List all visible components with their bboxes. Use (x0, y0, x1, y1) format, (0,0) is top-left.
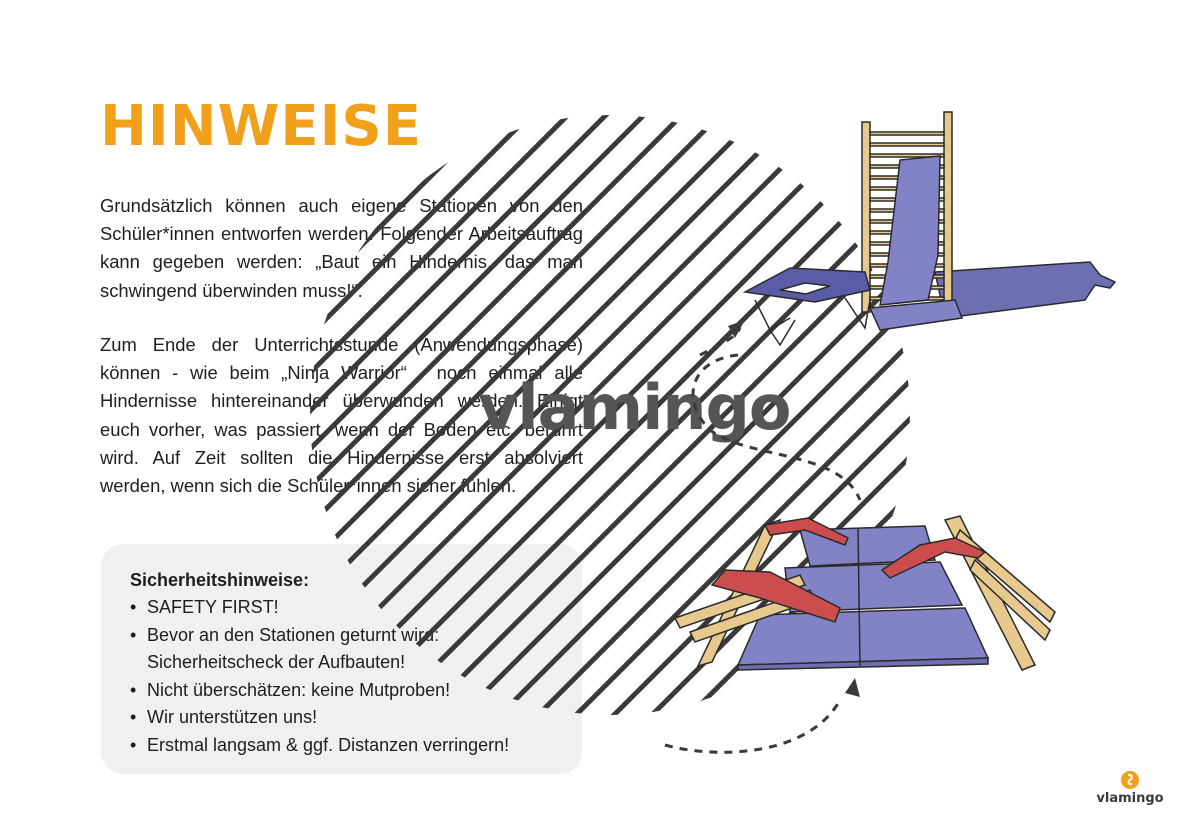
page-title: HINWEISE (100, 94, 423, 159)
hatch-line (310, 115, 805, 715)
safety-item: Nicht überschätzen: keine Mutproben! (130, 677, 564, 705)
flamingo-logo-icon (1121, 771, 1139, 789)
hatch-line (529, 115, 910, 715)
intro-paragraph: Grundsätzlich können auch eigene Station… (100, 195, 583, 301)
safety-list: SAFETY FIRST! Bevor an den Stationen get… (130, 594, 564, 759)
hatch-line (453, 115, 910, 715)
hatch-line (310, 115, 653, 715)
vlamingo-logo: vlamingo (1095, 770, 1165, 810)
dashed-arrow-icon (728, 320, 860, 697)
hatch-line (491, 115, 910, 715)
hatch-line (415, 115, 910, 715)
hatch-line (377, 115, 910, 715)
hatch-line (310, 115, 729, 715)
wall-bar-rung (869, 131, 945, 136)
safety-item: Wir unterstützen uns! (130, 704, 564, 732)
safety-title: Sicherheitshinweise: (130, 570, 310, 590)
safety-item: SAFETY FIRST! (130, 594, 564, 622)
wall-bars-icon (861, 111, 964, 331)
hatch-line (310, 115, 843, 715)
hatch-line (310, 115, 767, 715)
hatch-line (310, 115, 691, 715)
safety-item: Erstmal langsam & ggf. Distanzen verring… (130, 732, 564, 760)
wall-bar-rung (869, 153, 945, 158)
gym-mat-icon (736, 525, 990, 671)
vlamingo-watermark: vlamingo (478, 371, 791, 444)
hatch-line (567, 115, 910, 715)
safety-box: Sicherheitshinweise: SAFETY FIRST! Bevor… (101, 544, 582, 774)
springboard-icon (710, 517, 987, 623)
mini-trampoline-icon (742, 267, 871, 347)
wall-bar-rung (869, 142, 945, 147)
safety-item: Bevor an den Stationen geturnt wird: Sic… (130, 622, 564, 677)
gym-mat-icon (934, 261, 1117, 319)
logo-text: vlamingo (1096, 791, 1164, 806)
